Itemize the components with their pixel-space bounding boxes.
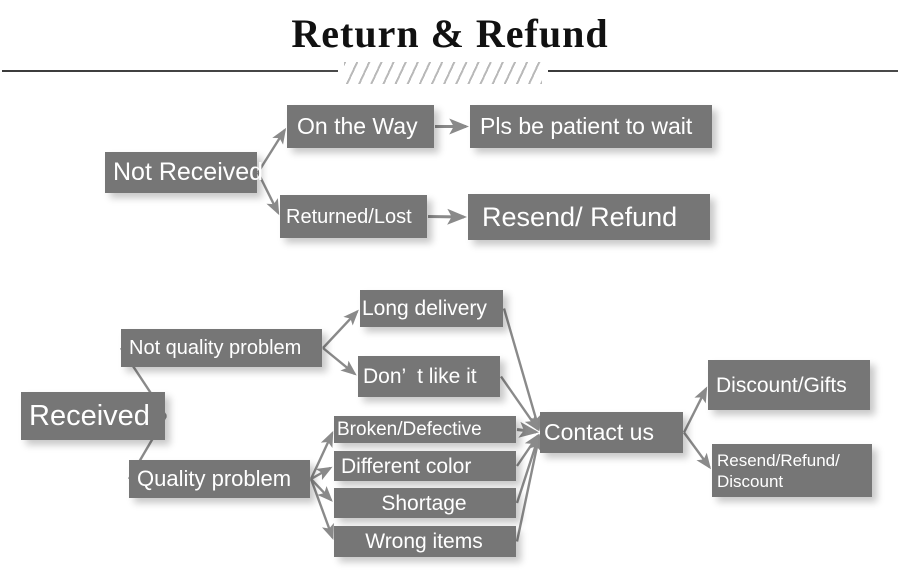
connector-contact-us-to-discount-gifts bbox=[682, 386, 708, 434]
connector-not-quality-to-dont-like-it bbox=[322, 347, 357, 376]
flow-node-pls-be-patient: Pls be patient to wait bbox=[470, 105, 712, 148]
connector-not-received-to-on-the-way bbox=[256, 127, 287, 174]
divider-hatch-pattern bbox=[344, 62, 542, 84]
connector-contact-us-to-resend-refund-discount bbox=[683, 431, 711, 470]
flow-node-label: Returned/Lost bbox=[286, 205, 412, 228]
connector-quality-problem-to-shortage bbox=[310, 478, 333, 502]
flow-node-label: Contact us bbox=[544, 419, 654, 445]
connector-dont-like-it-to-contact-us bbox=[500, 375, 540, 432]
connector-long-delivery-to-contact-us bbox=[502, 308, 542, 431]
flow-node-label: Resend/Refund/ Discount bbox=[717, 450, 840, 491]
flow-node-label: Quality problem bbox=[137, 466, 292, 491]
flow-node-returned-lost: Returned/Lost bbox=[280, 195, 427, 238]
connector-quality-problem-to-different-color bbox=[310, 466, 333, 481]
connector-quality-problem-to-broken-defective bbox=[309, 430, 334, 480]
flow-node-broken-defective: Broken/Defective bbox=[334, 416, 516, 443]
flow-node-label: Different color bbox=[341, 454, 472, 478]
flow-node-resend-refund: Resend/ Refund bbox=[468, 194, 710, 240]
flow-node-label: Not quality problem bbox=[129, 337, 302, 359]
flow-node-label: Long delivery bbox=[362, 297, 487, 320]
decorative-divider bbox=[0, 62, 900, 84]
flow-node-resend-refund-discount: Resend/Refund/ Discount bbox=[712, 444, 872, 497]
flow-node-dont-like-it: Don’ t like it bbox=[358, 356, 500, 397]
flow-node-quality-problem: Quality problem bbox=[129, 460, 310, 498]
flow-node-not-received: Not Received bbox=[105, 152, 264, 193]
flow-node-on-the-way: On the Way bbox=[287, 105, 434, 148]
flow-node-wrong-items: Wrong items bbox=[334, 526, 516, 557]
flow-node-label: On the Way bbox=[297, 113, 418, 139]
flow-node-label: Shortage bbox=[381, 491, 467, 515]
flow-node-label: Don’ t like it bbox=[363, 365, 477, 388]
flow-node-label: Discount/Gifts bbox=[716, 373, 847, 397]
connector-quality-problem-to-wrong-items bbox=[309, 478, 334, 541]
flow-node-label: Wrong items bbox=[365, 530, 483, 553]
flow-node-not-quality: Not quality problem bbox=[121, 329, 322, 367]
flow-node-shortage: Shortage bbox=[334, 488, 516, 518]
flow-node-label: Resend/ Refund bbox=[482, 201, 678, 232]
flow-node-label: Broken/Defective bbox=[337, 419, 482, 440]
flow-node-different-color: Different color bbox=[334, 451, 516, 481]
flow-node-contact-us: Contact us bbox=[540, 412, 683, 453]
divider-rule-left bbox=[2, 70, 338, 72]
page-title: Return & Refund bbox=[291, 11, 609, 56]
flow-node-label: Pls be patient to wait bbox=[480, 113, 693, 139]
flow-node-label: Not Received bbox=[113, 158, 264, 186]
divider-rule-right bbox=[548, 70, 898, 72]
connector-not-quality-to-long-delivery bbox=[322, 309, 359, 349]
flow-node-long-delivery: Long delivery bbox=[360, 290, 503, 327]
flow-node-label: Received bbox=[29, 399, 150, 432]
connector-broken-defective-to-contact-us bbox=[516, 421, 540, 438]
connector-not-received-to-returned-lost bbox=[256, 171, 280, 216]
connector-wrong-items-to-contact-us bbox=[515, 434, 543, 542]
flow-node-discount-gifts: Discount/Gifts bbox=[708, 360, 870, 410]
flow-node-received: Received bbox=[21, 392, 165, 440]
